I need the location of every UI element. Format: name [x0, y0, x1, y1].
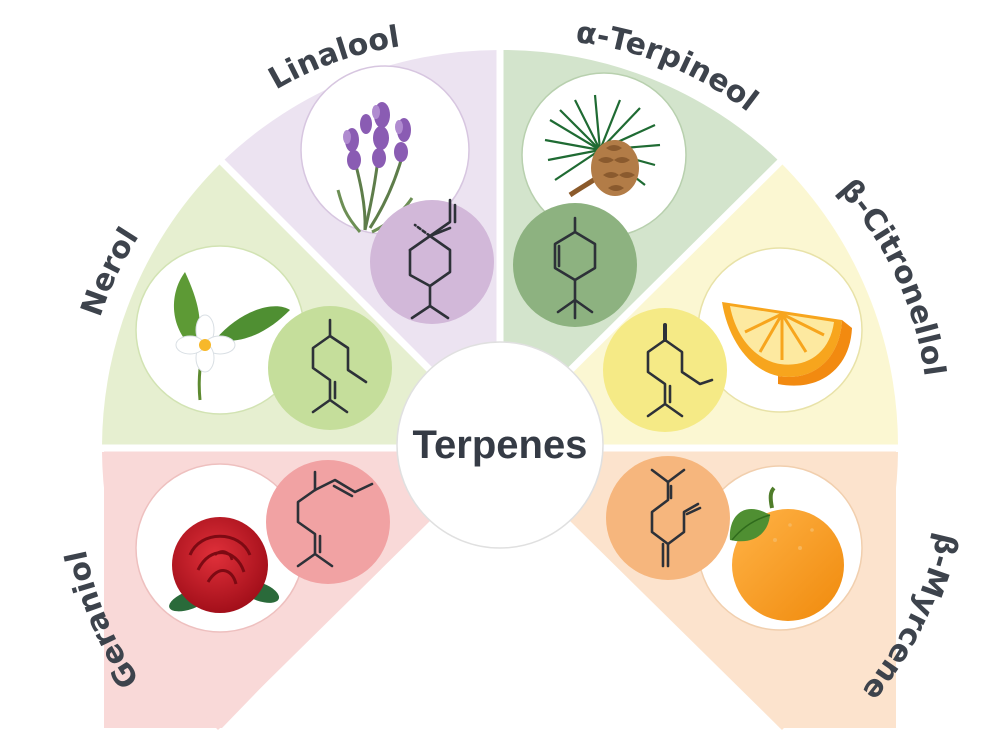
pine-cone-icon [544, 94, 661, 198]
center-hub: Terpenes [396, 341, 604, 549]
nerol-molecule-icon [311, 318, 368, 414]
geraniol-molecule-bg [266, 460, 390, 584]
terpineol-molecule-bg [513, 203, 637, 327]
linalool-molecule-icon [408, 198, 457, 320]
geraniol-molecule-icon [296, 470, 374, 568]
myrcene-molecule-bg [606, 456, 730, 580]
orange-blossom-icon [173, 272, 290, 401]
linalool-molecule-bg [370, 200, 494, 324]
rose-icon [169, 517, 280, 613]
lemon-slice-icon [722, 302, 852, 386]
center-label: Terpenes [413, 423, 588, 467]
segment-geraniol: Geraniol [59, 460, 390, 694]
myrcene-molecule-icon [650, 468, 702, 568]
citronellol-molecule-bg [603, 308, 727, 432]
orange-icon [729, 486, 844, 621]
citronellol-molecule-icon [646, 323, 714, 418]
terpineol-molecule-icon [553, 216, 597, 320]
nerol-molecule-bg [268, 306, 392, 430]
